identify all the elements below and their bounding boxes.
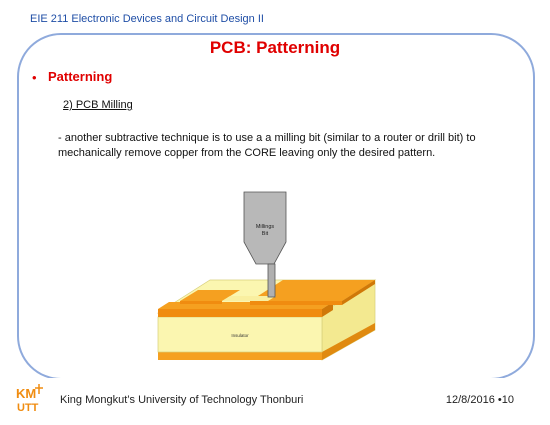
copper-trace-front-edge xyxy=(158,309,322,317)
insulator-label: Insulator xyxy=(231,333,249,338)
university-name: King Mongkut’s University of Technology … xyxy=(60,394,304,406)
course-title: EIE 211 Electronic Devices and Circuit D… xyxy=(30,13,264,25)
logo-top-text: KM xyxy=(16,386,36,401)
body-text: - another subtractive technique is to us… xyxy=(58,132,476,159)
section-heading: Patterning xyxy=(48,69,113,84)
copper-pad-back-edge xyxy=(250,301,342,305)
copper-trace-front-side xyxy=(322,302,333,317)
copper-pad-back-side xyxy=(342,280,375,305)
bit-label-line1: Millings xyxy=(256,224,275,230)
copper-pad-left-edge xyxy=(180,301,222,304)
copper-pad-left xyxy=(180,290,240,301)
bit-label-line2: Bit xyxy=(262,231,269,237)
footer xyxy=(0,378,550,425)
logo-bottom-text: UTT xyxy=(17,402,39,414)
page-number: 10 xyxy=(501,394,514,406)
bottom-copper-front xyxy=(158,352,322,360)
bullet-marker: • xyxy=(32,70,37,85)
slide-date: 12/8/2016 xyxy=(445,394,495,406)
board-front-face xyxy=(157,316,323,353)
copper-pad-back xyxy=(250,280,375,301)
slide-footer-right: 12/8/2016 •10 xyxy=(446,394,514,406)
milled-groove xyxy=(222,296,276,301)
footer-separator: • xyxy=(497,394,502,406)
slide-title: PCB: Patterning xyxy=(209,38,341,57)
bottom-copper-side xyxy=(322,323,375,360)
pcb-milling-diagram: Insulator Millings Bit xyxy=(156,191,377,361)
kmutt-logo: KM UTT xyxy=(16,384,43,414)
milling-bit-tip xyxy=(267,263,276,298)
subsection-heading: 2) PCB Milling xyxy=(63,99,133,111)
